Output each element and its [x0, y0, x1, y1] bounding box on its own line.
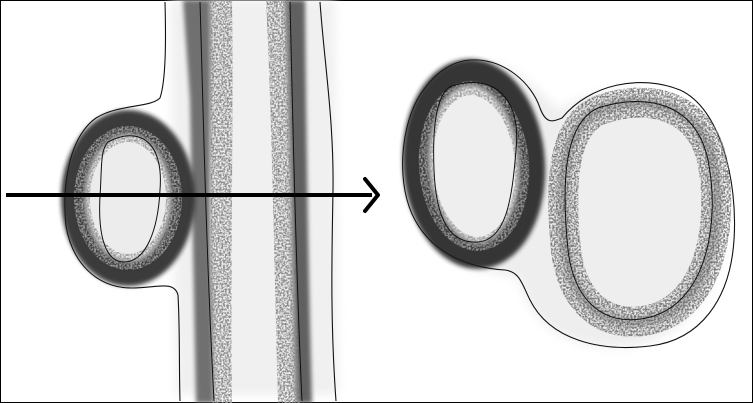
figure-canvas	[0, 0, 753, 403]
diagram-svg	[0, 0, 753, 403]
